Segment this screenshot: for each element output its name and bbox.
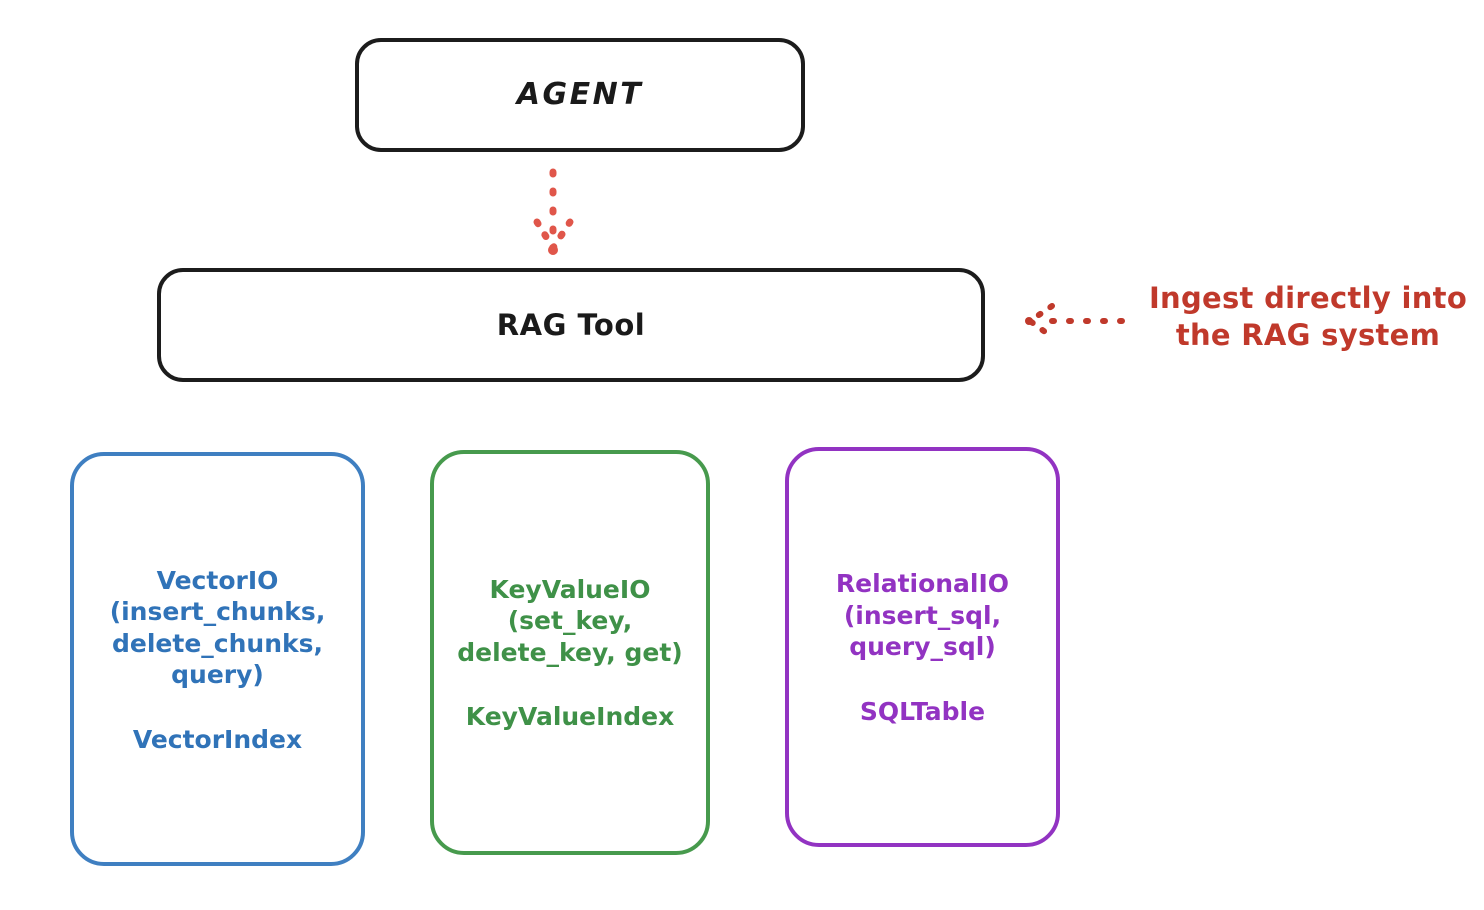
agent-to-rag-tool-arrow: [533, 168, 574, 255]
vector-io-node-sublabel: VectorIndex: [132, 724, 303, 754]
rag-tool-node[interactable]: RAG Tool: [157, 268, 985, 382]
relational-io-node-sublabel: SQLTable: [859, 696, 986, 726]
agent-node-label: AGENT: [516, 77, 644, 113]
relational-io-node[interactable]: RelationalIO (insert_sql, query_sql) SQL…: [785, 447, 1060, 847]
key-value-io-node[interactable]: KeyValueIO (set_key, delete_key, get) Ke…: [430, 450, 710, 855]
ingest-note-arrow: [1025, 303, 1125, 340]
key-value-io-node-label: KeyValueIO (set_key, delete_key, get): [457, 574, 683, 667]
vector-io-node[interactable]: VectorIO (insert_chunks, delete_chunks, …: [70, 452, 365, 866]
rag-tool-node-label: RAG Tool: [496, 307, 646, 342]
vector-io-node-label: VectorIO (insert_chunks, delete_chunks, …: [109, 565, 326, 690]
key-value-io-node-sublabel: KeyValueIndex: [465, 702, 675, 732]
agent-node[interactable]: AGENT: [355, 38, 805, 152]
relational-io-node-label: RelationalIO (insert_sql, query_sql): [835, 569, 1010, 662]
ingest-annotation-text: Ingest directly into the RAG system: [1148, 281, 1468, 353]
